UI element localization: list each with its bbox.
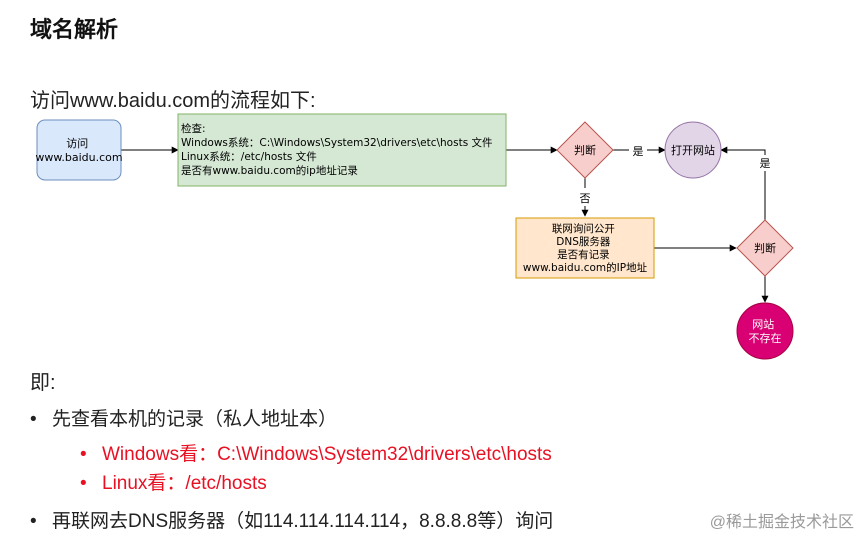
bullet-marker: • xyxy=(80,444,87,465)
bullet-text: Linux看：/etc/hosts xyxy=(102,473,267,494)
yes-label-1: 是 xyxy=(633,145,644,158)
bullet-marker: • xyxy=(30,409,37,430)
summary-label: 即: xyxy=(30,372,56,394)
page-title: 域名解析 xyxy=(30,17,119,42)
decision-node-1-text: 判断 xyxy=(574,143,596,157)
decision-node-1 xyxy=(556,121,614,179)
yes-label-2: 是 xyxy=(760,157,771,170)
open-site-node-text: 打开网站 xyxy=(671,143,715,157)
start-node xyxy=(36,119,122,181)
open-site-node xyxy=(664,121,722,179)
decision-node-2-text: 判断 xyxy=(754,241,776,255)
dns-query-node-text: 联网询问公开 DNS服务器 是否有记录 www.baidu.com的IP地址 xyxy=(523,222,648,274)
bullet-marker: • xyxy=(80,473,87,494)
bullet-local-records: • 先查看本机的记录（私人地址本） xyxy=(30,404,337,431)
start-node-text: 访问 www.baidu.com xyxy=(35,137,122,164)
bullet-text: 再联网去DNS服务器（如114.114.114.114，8.8.8.8等）询问 xyxy=(52,511,554,532)
not-exist-node xyxy=(736,302,794,360)
bullet-linux-hosts: • Linux看：/etc/hosts xyxy=(80,468,267,495)
dns-query-node xyxy=(515,217,655,279)
check-node xyxy=(177,113,507,187)
no-label: 否 xyxy=(580,192,591,205)
edge-decision2-to-open xyxy=(720,146,766,220)
watermark: @稀土掘金技术社区 xyxy=(709,514,854,531)
bullet-text: 先查看本机的记录（私人地址本） xyxy=(52,409,338,430)
bullet-text: Windows看：C:\Windows\System32\drivers\etc… xyxy=(102,444,552,465)
bullet-marker: • xyxy=(30,511,37,532)
intro-text: 访问www.baidu.com的流程如下: xyxy=(30,90,316,112)
decision-node-2 xyxy=(736,219,794,277)
check-node-text: 检查: Windows系统：C:\Windows\System32\driver… xyxy=(181,122,496,177)
not-exist-node-text: 网站 不存在 xyxy=(749,317,782,345)
bullet-windows-hosts: • Windows看：C:\Windows\System32\drivers\et… xyxy=(80,439,552,466)
bullet-dns-server: • 再联网去DNS服务器（如114.114.114.114，8.8.8.8等）询问 xyxy=(30,506,553,533)
